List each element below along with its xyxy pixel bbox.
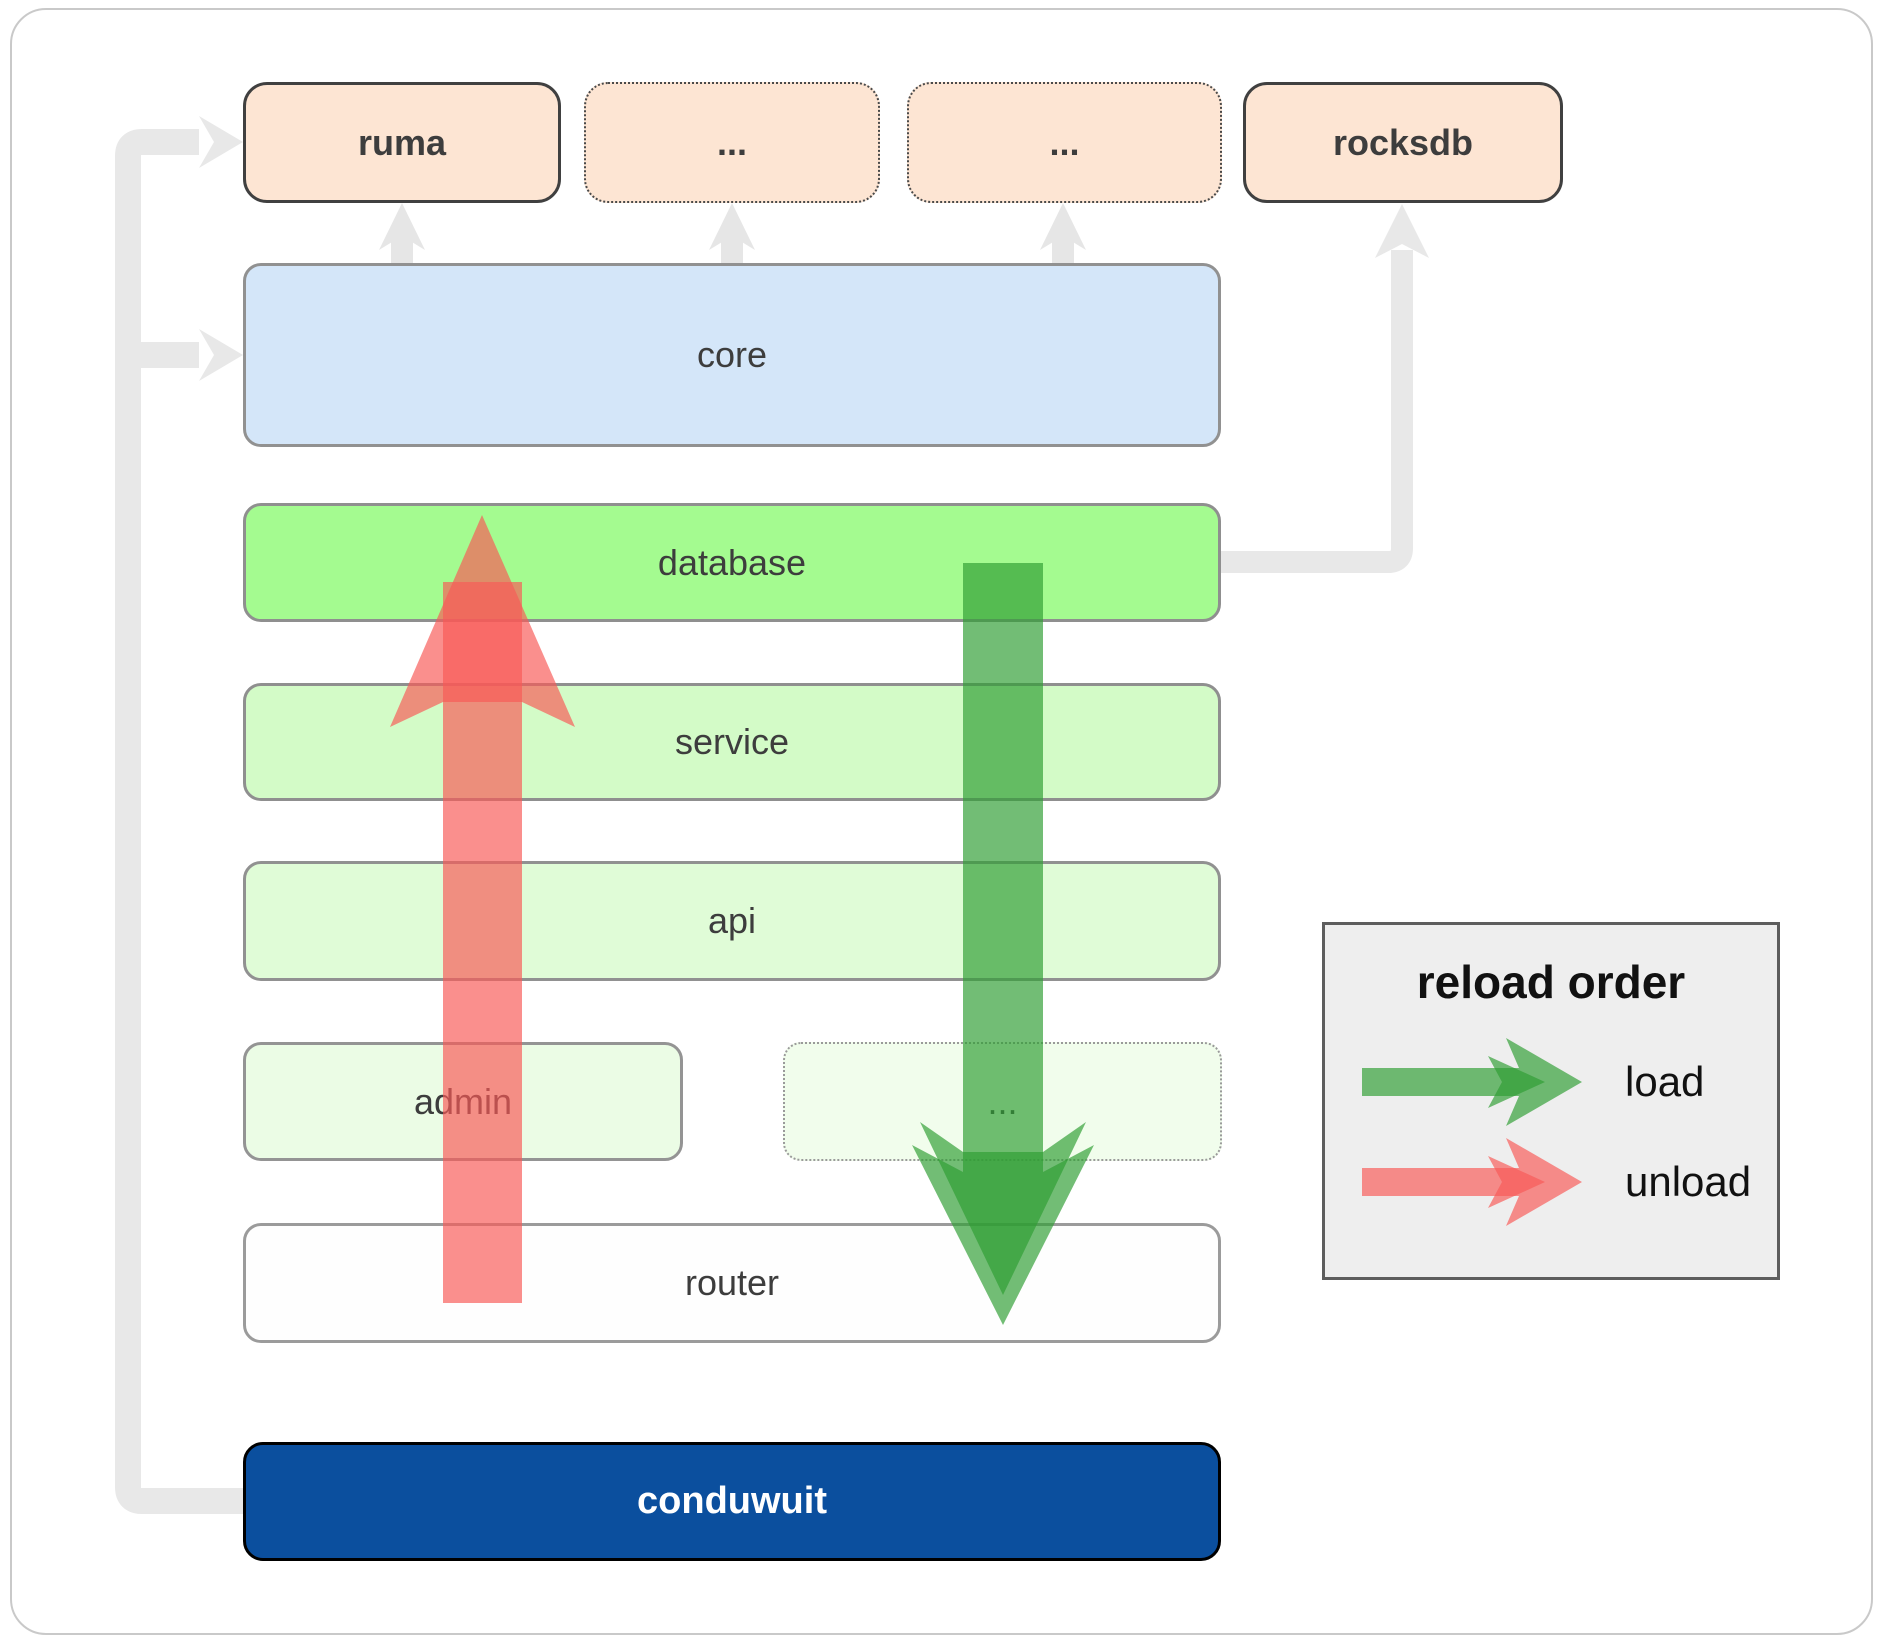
box-admin: admin <box>243 1042 683 1161</box>
legend-title: reload order <box>1416 956 1686 1008</box>
box-admin-dots: ... <box>783 1042 1222 1161</box>
box-api-label: api <box>707 900 757 941</box>
box-admin-label: admin <box>413 1080 513 1122</box>
box-api: api <box>243 861 1221 981</box>
box-router-label: router <box>684 1262 780 1303</box>
box-core-label: core <box>696 334 768 375</box>
box-rocksdb: rocksdb <box>1243 82 1563 203</box>
box-ruma-label: ruma <box>357 121 447 163</box>
box-conduwuit: conduwuit <box>243 1442 1221 1561</box>
legend-load-label: load <box>1625 1058 1705 1105</box>
box-conduwuit-label: conduwuit <box>637 1480 827 1522</box>
box-ruma: ruma <box>243 82 561 203</box>
box-core: core <box>243 263 1221 447</box>
legend-unload-label: unload <box>1625 1158 1752 1205</box>
box-top-dots-1-label: ... <box>716 121 747 163</box>
box-database: database <box>243 503 1221 622</box>
box-database-label: database <box>657 541 807 583</box>
box-rocksdb-label: rocksdb <box>1332 121 1474 163</box>
legend-reload-order: reload order <box>1322 922 1780 1280</box>
box-router: router <box>243 1223 1221 1343</box>
box-top-dots-1: ... <box>584 82 880 203</box>
box-service-label: service <box>674 721 790 762</box>
box-admin-dots-label: ... <box>987 1080 1018 1122</box>
box-top-dots-2: ... <box>907 82 1222 203</box>
box-top-dots-2-label: ... <box>1049 121 1080 163</box>
box-service: service <box>243 683 1221 801</box>
outer-frame <box>10 8 1873 1635</box>
